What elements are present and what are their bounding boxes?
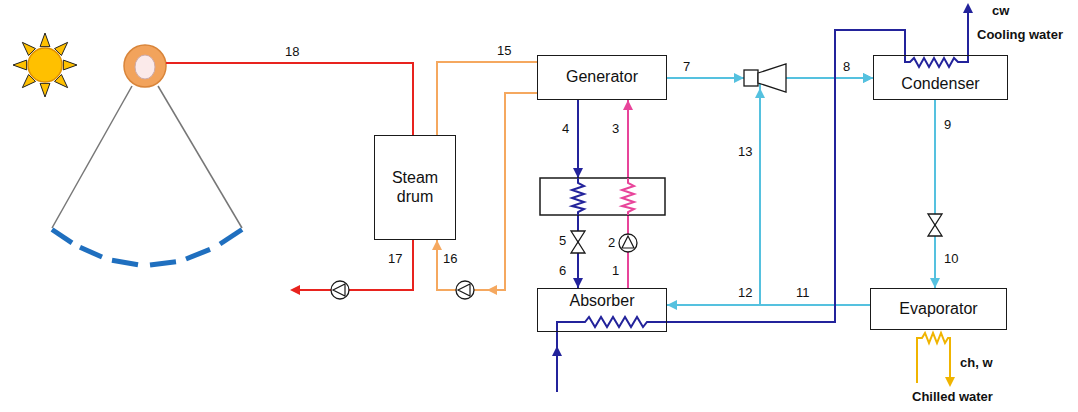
callout-number: 2 <box>608 236 615 251</box>
flow-line <box>667 304 870 306</box>
solar-loop-line <box>298 240 413 290</box>
stream-label: cw <box>992 4 1009 19</box>
expansion-valve <box>928 214 942 225</box>
collector-support <box>158 86 242 228</box>
ejector-symbol <box>758 64 786 92</box>
flow-arrow <box>290 285 300 295</box>
flow-line <box>760 78 873 305</box>
mirror-segment <box>220 230 242 245</box>
callout-number: 1 <box>612 264 619 279</box>
chilled-water-line <box>917 333 950 383</box>
callout-number: 3 <box>612 122 619 137</box>
sun-icon <box>13 33 77 97</box>
flow-line <box>437 93 537 290</box>
flow-arrow <box>963 3 973 13</box>
flow-arrow <box>945 377 955 387</box>
flow-arrow <box>755 88 765 98</box>
cooling-water-line <box>557 317 667 392</box>
callout-number: 10 <box>944 252 958 267</box>
callout-number: 12 <box>738 286 752 301</box>
expansion-valve <box>571 242 585 253</box>
mirror-segment <box>150 262 176 265</box>
flow-arrow <box>573 168 583 178</box>
flow-arrow <box>552 346 562 356</box>
receiver-core <box>135 55 155 79</box>
flow-line <box>667 30 905 322</box>
steam-drum-box: Steam drum <box>374 135 456 240</box>
pump-symbol <box>333 284 345 296</box>
callout-number: 16 <box>443 252 457 267</box>
condenser-box: Condenser <box>873 55 1008 100</box>
sun-ray <box>40 33 50 47</box>
absorber-box: Absorber <box>537 288 667 332</box>
sun-disc <box>28 48 62 82</box>
callout-number: 5 <box>559 234 566 249</box>
mirror-segment <box>112 260 138 265</box>
box-label: Generator <box>566 68 638 86</box>
mirror-segment <box>52 230 72 243</box>
callout-number: 7 <box>683 60 690 75</box>
expansion-valve <box>928 225 942 236</box>
cooling-water-line <box>905 10 968 67</box>
sun-ray <box>63 60 77 70</box>
heat-exchanger-box <box>540 178 665 215</box>
stream-label: ch, w <box>960 356 993 371</box>
box-label: Absorber <box>570 292 635 310</box>
pump-symbol <box>458 284 470 296</box>
collector-support <box>52 86 132 228</box>
callout-number: 6 <box>559 264 566 279</box>
pump-symbol <box>456 281 474 299</box>
expansion-valve <box>571 231 585 242</box>
flow-line <box>437 62 537 135</box>
stream-label: Cooling water <box>977 28 1063 43</box>
flow-arrow <box>734 73 744 83</box>
evaporator-box: Evaporator <box>870 288 1007 330</box>
callout-number: 18 <box>285 45 299 60</box>
callout-number: 8 <box>843 60 850 75</box>
callout-number: 15 <box>497 44 511 59</box>
heat-exchanger-coil <box>572 178 584 215</box>
box-label: Steam drum <box>381 169 449 206</box>
box-label: Condenser <box>901 75 979 93</box>
callout-number: 4 <box>562 122 569 137</box>
box-label: Evaporator <box>899 300 977 318</box>
generator-box: Generator <box>537 55 667 100</box>
callout-number: 17 <box>388 252 402 267</box>
mirror-segment <box>80 247 102 257</box>
pump-symbol <box>622 236 634 248</box>
stream-label: Chilled water <box>912 390 993 405</box>
mirror-array <box>52 230 242 266</box>
callout-number: 9 <box>944 118 951 133</box>
ejector-symbol <box>744 70 758 86</box>
sun-ray <box>13 60 27 70</box>
pump-symbol <box>619 234 637 252</box>
callout-number: 13 <box>738 145 752 160</box>
flow-line <box>934 100 936 288</box>
receiver-tube <box>124 45 166 87</box>
solar-loop-line <box>166 63 413 135</box>
pump-symbol <box>331 281 349 299</box>
mirror-segment <box>186 249 210 259</box>
flow-arrow <box>487 285 497 295</box>
callout-number: 11 <box>796 286 810 301</box>
sun-ray <box>40 83 50 97</box>
heat-exchanger-coil <box>622 178 634 215</box>
